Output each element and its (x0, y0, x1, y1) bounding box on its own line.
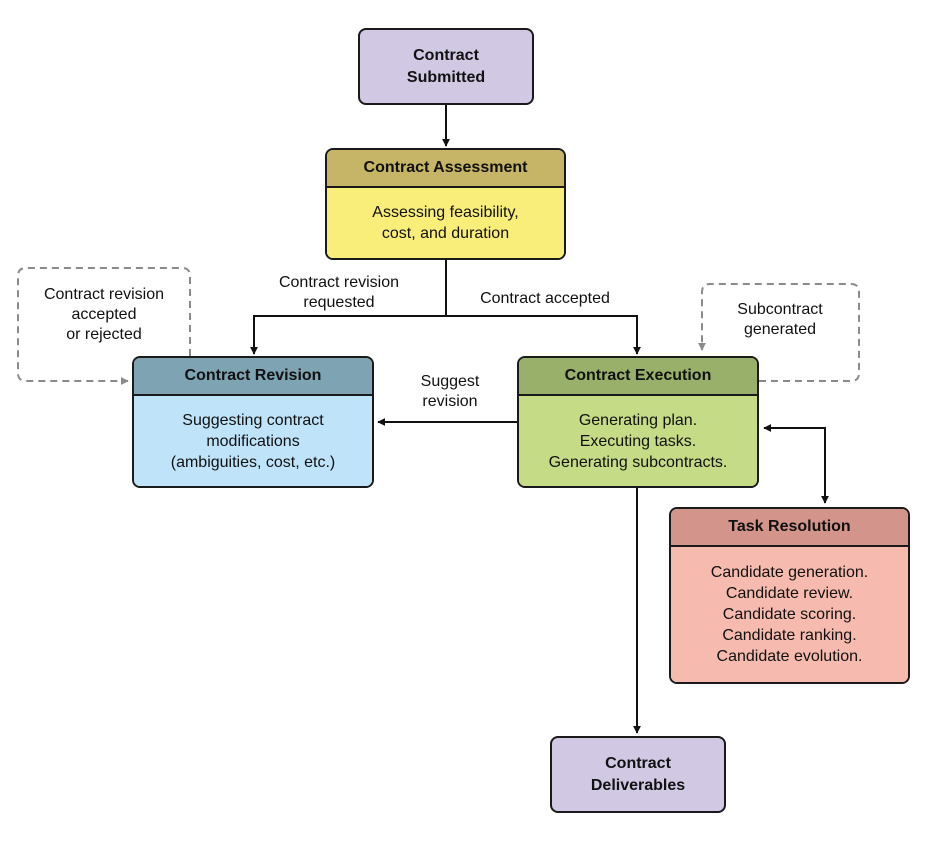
contract-execution-node: Contract Execution Generating plan. Exec… (517, 356, 759, 488)
task-resolution-header: Task Resolution (671, 509, 908, 547)
contract-execution-header: Contract Execution (519, 358, 757, 396)
label-revision-loop: Contract revision accepted or rejected (43, 286, 165, 343)
task-resolution-body: Candidate generation. Candidate review. … (671, 547, 908, 682)
contract-assessment-header: Contract Assessment (327, 150, 564, 188)
label-revision-requested: Contract revision requested (278, 274, 400, 311)
contract-revision-node: Contract Revision Suggesting contract mo… (132, 356, 374, 488)
arrow-to-execution (446, 315, 641, 355)
contract-revision-header: Contract Revision (134, 358, 372, 396)
contract-assessment-body: Assessing feasibility, cost, and duratio… (327, 188, 564, 258)
dashed-loop-subcontract (698, 283, 860, 382)
arrow-to-revision (250, 315, 446, 355)
label-suggest-revision: Suggest revision (420, 373, 480, 410)
arrow-execution-task-resolution (763, 424, 829, 504)
label-subcontract-generated: Subcontract generated (737, 301, 823, 338)
contract-execution-body: Generating plan. Executing tasks. Genera… (519, 396, 757, 486)
contract-assessment-node: Contract Assessment Assessing feasibilit… (325, 148, 566, 260)
contract-deliverables-node: Contract Deliverables (550, 736, 726, 813)
task-resolution-node: Task Resolution Candidate generation. Ca… (669, 507, 910, 684)
contract-revision-body: Suggesting contract modifications (ambig… (134, 396, 372, 486)
label-contract-accepted: Contract accepted (480, 290, 610, 307)
contract-submitted-node: Contract Submitted (358, 28, 534, 105)
dashed-loop-revision (17, 267, 191, 385)
